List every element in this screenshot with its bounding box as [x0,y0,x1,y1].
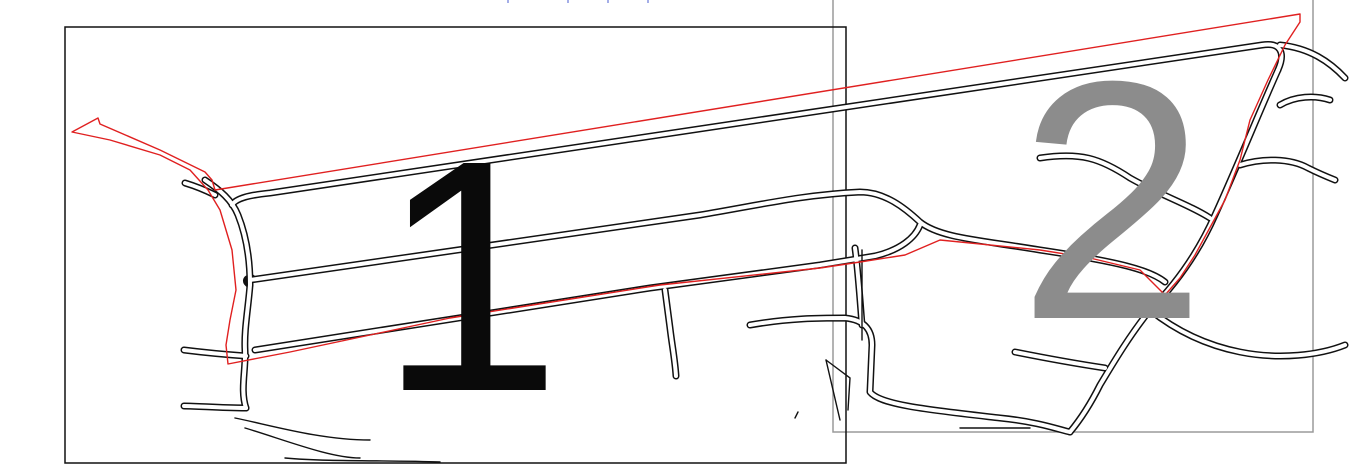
top-ruler-marks [507,0,649,3]
sheet-1-frame [64,26,847,464]
sheet-2-number: 2 [1017,11,1206,391]
boundary-outline [71,13,1301,365]
minor-lines [234,249,1031,463]
sheet-1-number: 1 [378,91,562,460]
